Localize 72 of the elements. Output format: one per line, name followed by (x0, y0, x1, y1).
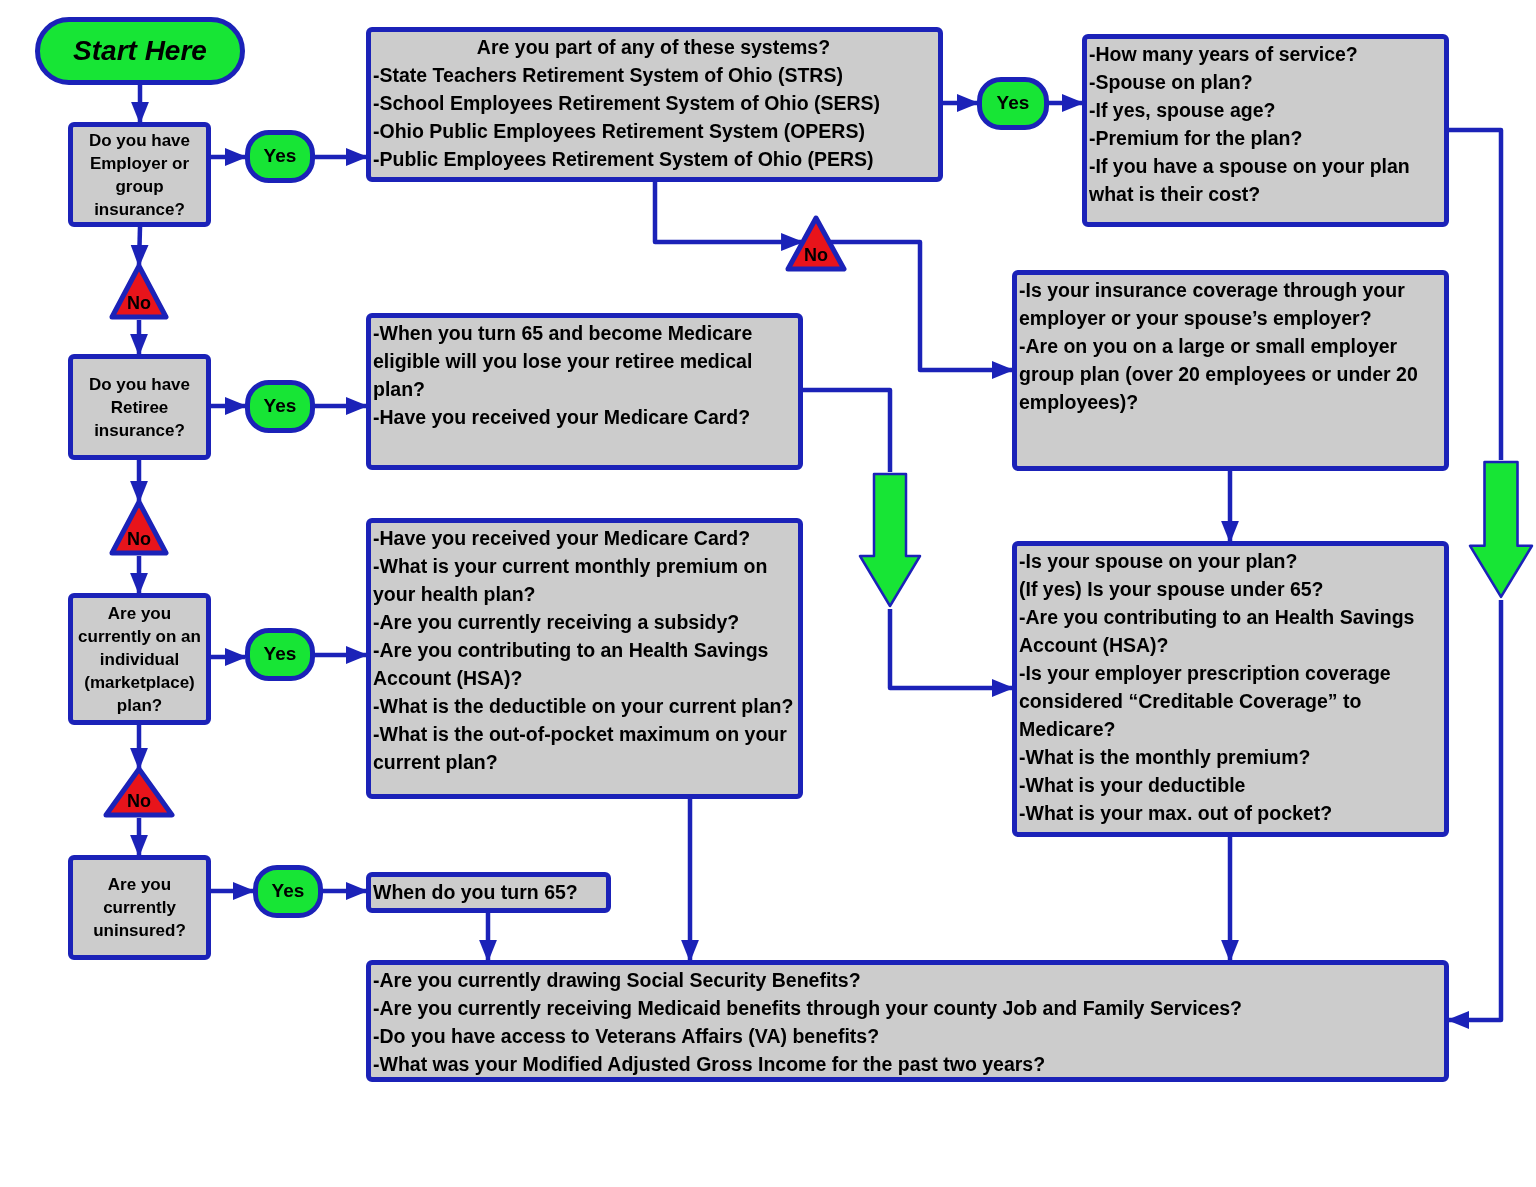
question-text: Do you have Retiree insurance? (87, 373, 192, 442)
question-box (366, 518, 803, 799)
answer-label: Yes (263, 144, 297, 169)
question-text: -How many years of service? (1089, 42, 1359, 67)
start-label: Start Here (73, 34, 207, 68)
question-text: -Are you contributing to an Health Savings Account (HSA)? (1019, 605, 1416, 658)
question-text: -What is the monthly premium? (1019, 745, 1312, 770)
question-text: -When you turn 65 and become Medicare eligible will you lose your retiree medical plan? (373, 321, 754, 402)
connector-arrow (130, 818, 148, 858)
question-box (1012, 270, 1449, 471)
question-text: -What is the out-of-pocket maximum on your current plan? (373, 722, 788, 775)
question-text: When do you turn 65? (373, 880, 579, 905)
question-text: -What is your deductible (1019, 773, 1247, 798)
question-box (366, 872, 611, 913)
question-box (68, 354, 211, 460)
question-box (366, 313, 803, 470)
question-text: -Do you have access to Veterans Affairs (VA) benefits? (373, 1024, 881, 1049)
question-text: -If you have a spouse on your plan what is their cost? (1089, 154, 1411, 207)
answer-label: Yes (996, 91, 1030, 116)
question-text: -Are you currently receiving Medicaid benefits through your county Job and Family Services? (373, 996, 1244, 1021)
question-text: (If yes) Is your spouse under 65? (1019, 577, 1325, 602)
no-triangle (109, 263, 169, 320)
question-text: -If yes, spouse age? (1089, 98, 1277, 123)
question-text: -Are you currently drawing Social Security Benefits? (373, 968, 862, 993)
question-text: -Spouse on plan? (1089, 70, 1254, 95)
answer-label: Yes (263, 642, 297, 667)
no-triangle (109, 499, 169, 556)
answer-label: No (803, 246, 829, 264)
question-text: -Premium for the plan? (1089, 126, 1304, 151)
question-text: Are you currently uninsured? (92, 874, 187, 942)
question-box (68, 122, 211, 227)
answer-label: No (126, 294, 152, 312)
question-box (1012, 541, 1449, 837)
question-box (68, 855, 211, 960)
question-text: -Are on you on a large or small employer group plan (over 20 employees or under 20 employees)? (1019, 334, 1419, 415)
block-arrow (1468, 460, 1534, 600)
no-triangle (103, 766, 175, 818)
question-text: -What is your max. out of pocket? (1019, 801, 1334, 826)
question-text: -Have you received your Medicare Card? (373, 405, 752, 430)
answer-label: Yes (271, 879, 305, 904)
yes-terminal (245, 628, 315, 681)
question-text: -Is your employer prescription coverage considered “Creditable Coverage” to Medicare? (1019, 661, 1392, 742)
question-text: -Are you currently receiving a subsidy? (373, 610, 741, 635)
answer-label: Yes (263, 394, 297, 419)
answer-label: No (126, 530, 152, 548)
question-box (366, 960, 1449, 1082)
yes-terminal (977, 77, 1049, 130)
question-text: -Ohio Public Employees Retirement System (OPERS) (373, 119, 866, 144)
question-box (68, 593, 211, 725)
box-heading: Are you part of any of these systems? (475, 35, 832, 60)
yes-terminal (253, 865, 323, 918)
question-text: -What was your Modified Adjusted Gross Income for the past two years? (373, 1052, 1047, 1077)
question-text: -State Teachers Retirement System of Ohio (STRS) (373, 63, 844, 88)
yes-terminal (245, 380, 315, 433)
question-text: Are you currently on an individual (marketplace) plan? (77, 602, 202, 717)
question-text: -Are you contributing to an Health Savings Account (HSA)? (373, 638, 770, 691)
question-text: -Is your insurance coverage through your employer or your spouse’s employer? (1019, 278, 1406, 331)
question-text: -What is the deductible on your current plan? (373, 694, 794, 719)
question-text: -School Employees Retirement System of Ohio (SERS) (373, 91, 882, 116)
question-text: -Have you received your Medicare Card? (373, 526, 752, 551)
question-box (366, 27, 943, 182)
yes-terminal (245, 130, 315, 183)
answer-label: No (126, 792, 152, 810)
block-arrow (858, 472, 922, 609)
question-text: -Is your spouse on your plan? (1019, 549, 1299, 574)
question-box (1082, 34, 1449, 227)
connector-arrow (130, 320, 148, 357)
no-triangle (785, 215, 847, 272)
question-text: Do you have Employer or group insurance? (87, 129, 192, 221)
connector-arrow (130, 556, 148, 596)
question-text: -What is your current monthly premium on your health plan? (373, 554, 769, 607)
question-text: -Public Employees Retirement System of Ohio (PERS) (373, 147, 875, 172)
